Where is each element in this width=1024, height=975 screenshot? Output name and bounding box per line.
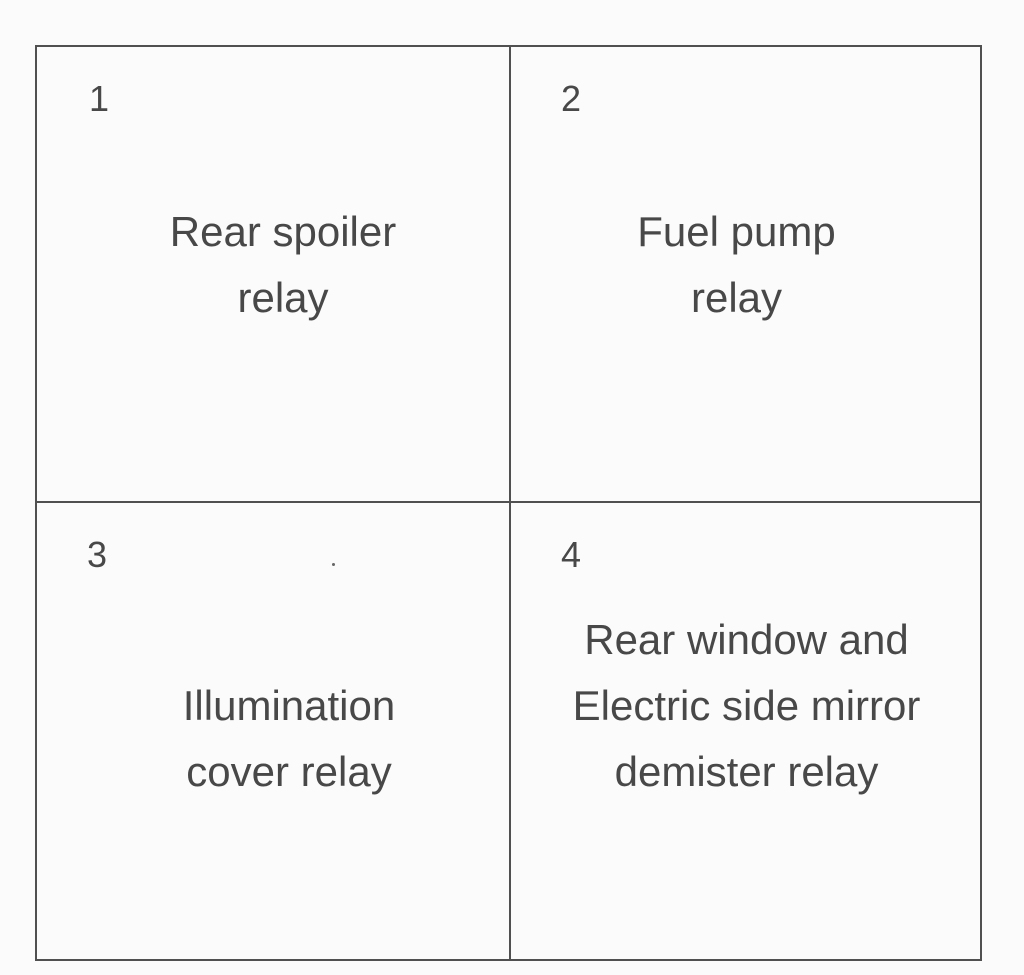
relay-grid: 1 Rear spoiler relay 2 Fuel pump relay 3… (35, 45, 982, 961)
scan-speck (332, 563, 335, 566)
relay-number: 4 (561, 534, 582, 575)
relay-cell-1: 1 Rear spoiler relay (37, 47, 509, 501)
vertical-divider (509, 47, 511, 959)
relay-number: 2 (561, 78, 582, 119)
relay-label: Illumination cover relay (182, 682, 396, 795)
relay-label: Rear spoiler relay (169, 208, 397, 321)
relay-cell-2: 2 Fuel pump relay (511, 47, 982, 501)
relay-cell-3: 3 Illumination cover relay (37, 503, 509, 961)
relay-number: 1 (89, 78, 110, 119)
relay-label: Rear window and Electric side mirror dem… (572, 616, 921, 795)
horizontal-divider (37, 501, 980, 503)
relay-label: Fuel pump relay (637, 208, 836, 321)
relay-cell-4: 4 Rear window and Electric side mirror d… (511, 503, 982, 961)
relay-number: 3 (87, 534, 108, 575)
